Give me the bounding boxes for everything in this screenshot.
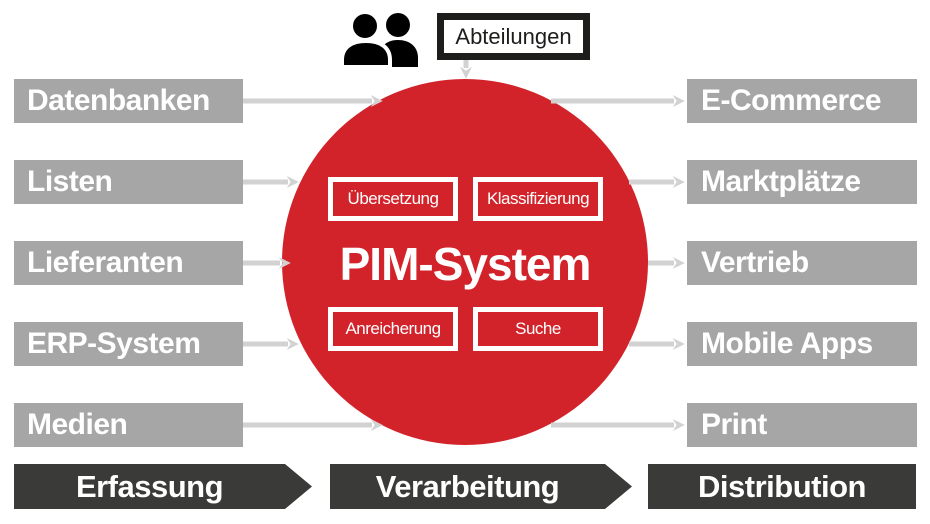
- source-box-lieferanten: Lieferanten: [14, 241, 243, 285]
- output-box-mobile-apps: Mobile Apps: [687, 322, 917, 366]
- pim-circle: [282, 79, 648, 445]
- source-box-erp-system: ERP-System: [14, 322, 243, 366]
- stage-banner-erfassung: Erfassung: [14, 464, 312, 509]
- source-box-datenbanken: Datenbanken: [14, 79, 243, 123]
- function-box-anreicherung: Anreicherung: [328, 307, 458, 351]
- source-box-listen: Listen: [14, 160, 243, 204]
- output-box-vertrieb: Vertrieb: [687, 241, 917, 285]
- source-box-medien: Medien: [14, 403, 243, 447]
- people-icon: [342, 10, 418, 68]
- function-box-uebersetzung: Übersetzung: [328, 177, 458, 221]
- stage-banner-distribution: Distribution: [648, 464, 916, 509]
- function-box-klassifizierung: Klassifizierung: [473, 177, 603, 221]
- abteilungen-label: Abteilungen: [455, 23, 572, 49]
- output-box-marktplaetze: Marktplätze: [687, 160, 917, 204]
- abteilungen-box: Abteilungen: [437, 13, 590, 60]
- function-label: Klassifizierung: [486, 189, 590, 208]
- pim-title: PIM-System: [339, 238, 592, 290]
- function-label: Anreicherung: [345, 319, 441, 338]
- output-box-ecommerce: E-Commerce: [687, 79, 917, 123]
- function-label: Übersetzung: [347, 189, 439, 208]
- function-box-suche: Suche: [473, 307, 603, 351]
- stage-banner-verarbeitung: Verarbeitung: [330, 464, 632, 509]
- output-box-print: Print: [687, 403, 917, 447]
- function-label: Suche: [515, 319, 561, 338]
